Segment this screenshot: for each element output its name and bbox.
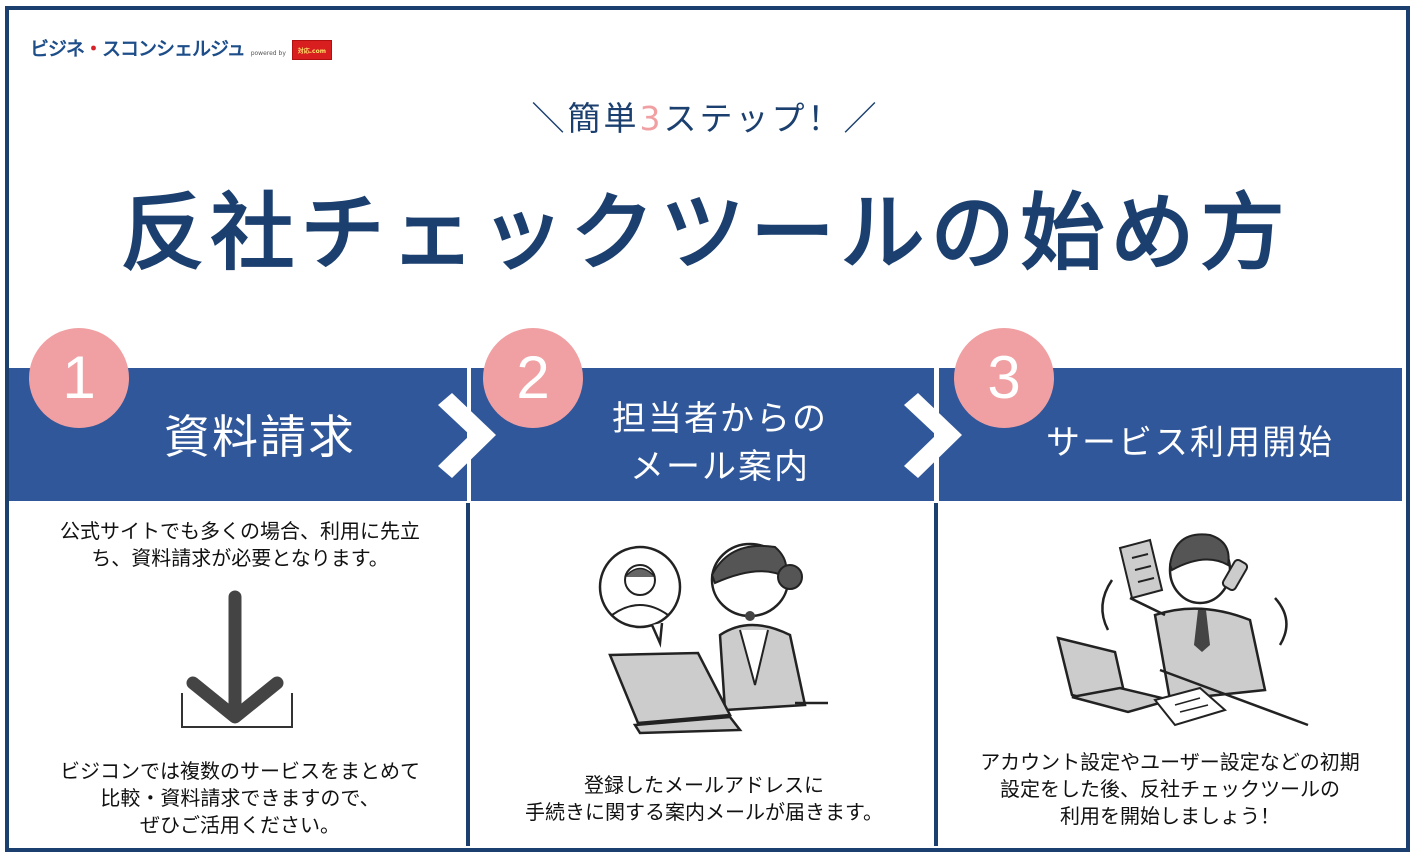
chevron-right-icon [438, 393, 496, 478]
download-icon [181, 590, 293, 728]
partner-badge: 対応.com [291, 40, 332, 60]
operator-with-laptop-illustration [598, 542, 828, 735]
step-2-label: 担当者からの メール案内 [612, 399, 828, 487]
step-3-description-bottom: アカウント設定やユーザー設定などの初期 設定をした後、反社チェックツールの 利用… [980, 750, 1360, 828]
subtitle-number: 3 [639, 99, 664, 138]
subtitle: ＼簡単3ステップ！／ [531, 99, 880, 138]
step-1-description-bottom: ビジコンでは複数のサービスをまとめて 比較・資料請求できますので、 ぜひご活用く… [60, 759, 420, 837]
chevron-right-icon [904, 393, 962, 478]
step-2-number-badge: 2 [483, 328, 583, 428]
banner-separator [467, 368, 470, 501]
bizcon-logo[interactable]: ビジネ・スコンシェルジュ powered by 対応.com [30, 38, 332, 60]
column-divider [934, 503, 938, 846]
step-3-number-badge: 3 [954, 328, 1054, 428]
step-2-description-bottom: 登録したメールアドレスに 手続きに関する案内メールが届きます。 [525, 773, 883, 824]
page-title: 反社チェックツールの始め方 [120, 184, 1291, 282]
step-1-number-badge: 1 [29, 328, 129, 428]
step-3-label: サービス利用開始 [1046, 423, 1334, 463]
step-1-label: 資料請求 [164, 410, 356, 464]
column-divider [466, 503, 470, 846]
logo-wordmark: ビジネ・スコンシェルジュ [30, 38, 246, 60]
logo-powered-by: powered by [250, 50, 286, 57]
step-1-description-top: 公式サイトでも多くの場合、利用に先立 ち、資料請求が必要となります。 [60, 519, 420, 570]
busy-businessman-illustration [1056, 533, 1309, 727]
